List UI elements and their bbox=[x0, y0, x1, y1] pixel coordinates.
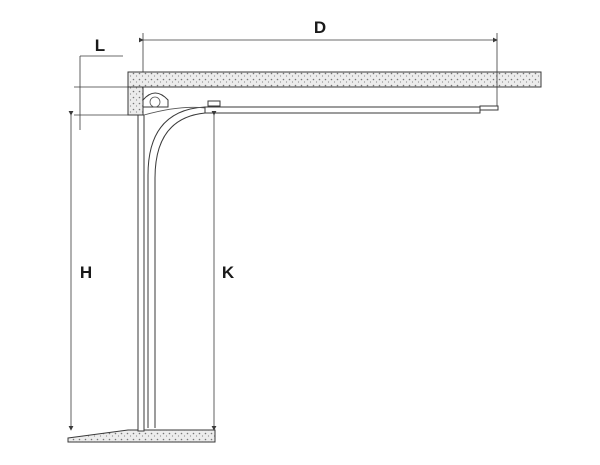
curved-track-guide bbox=[143, 106, 206, 116]
dim-h-label: H bbox=[80, 263, 92, 282]
lintel-block bbox=[127, 86, 144, 116]
track-hanger bbox=[207, 100, 221, 107]
spring-drum bbox=[149, 96, 161, 108]
curved-track-outer bbox=[147, 106, 206, 428]
curved-track-inner bbox=[154, 112, 206, 428]
floor-slab bbox=[67, 429, 216, 443]
spring-housing bbox=[142, 92, 169, 108]
dim-k-label: K bbox=[222, 263, 235, 282]
ceiling-slab bbox=[127, 71, 542, 88]
dim-l-label: L bbox=[95, 36, 105, 55]
track-end-stop bbox=[479, 105, 499, 111]
horizontal-track bbox=[204, 106, 481, 114]
dim-d-label: D bbox=[314, 18, 326, 37]
door-leaf bbox=[137, 114, 145, 432]
